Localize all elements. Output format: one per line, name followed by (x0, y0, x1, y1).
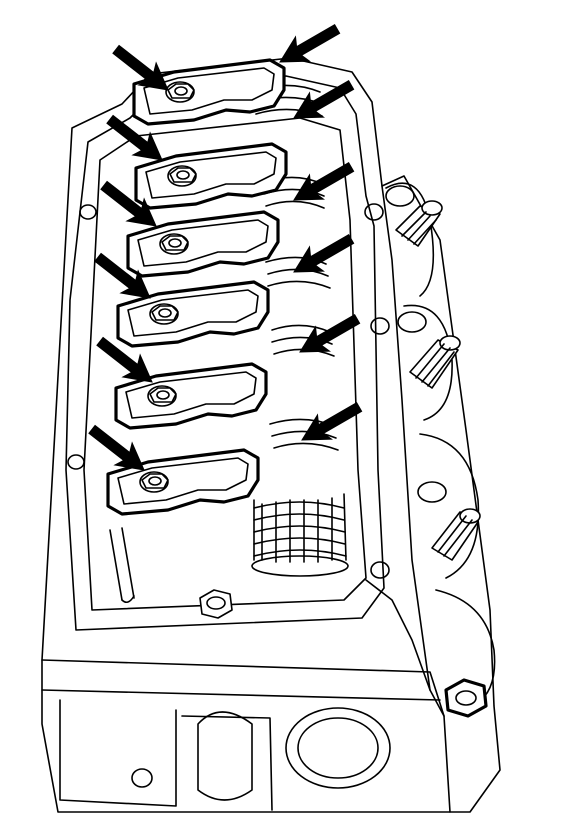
hex-bolt-lower-right (444, 678, 488, 718)
callout-arrow-right-4 (286, 226, 359, 285)
valve-spring-front (251, 493, 349, 577)
exhaust-stud-1 (395, 200, 443, 247)
callout-arrow-right-1 (272, 16, 345, 75)
exhaust-stud-2 (409, 335, 461, 389)
exhaust-stud-3 (431, 508, 481, 561)
pushrods (109, 527, 135, 604)
hex-bolt-lower-center (199, 589, 233, 619)
exhaust-bosses (385, 182, 496, 705)
